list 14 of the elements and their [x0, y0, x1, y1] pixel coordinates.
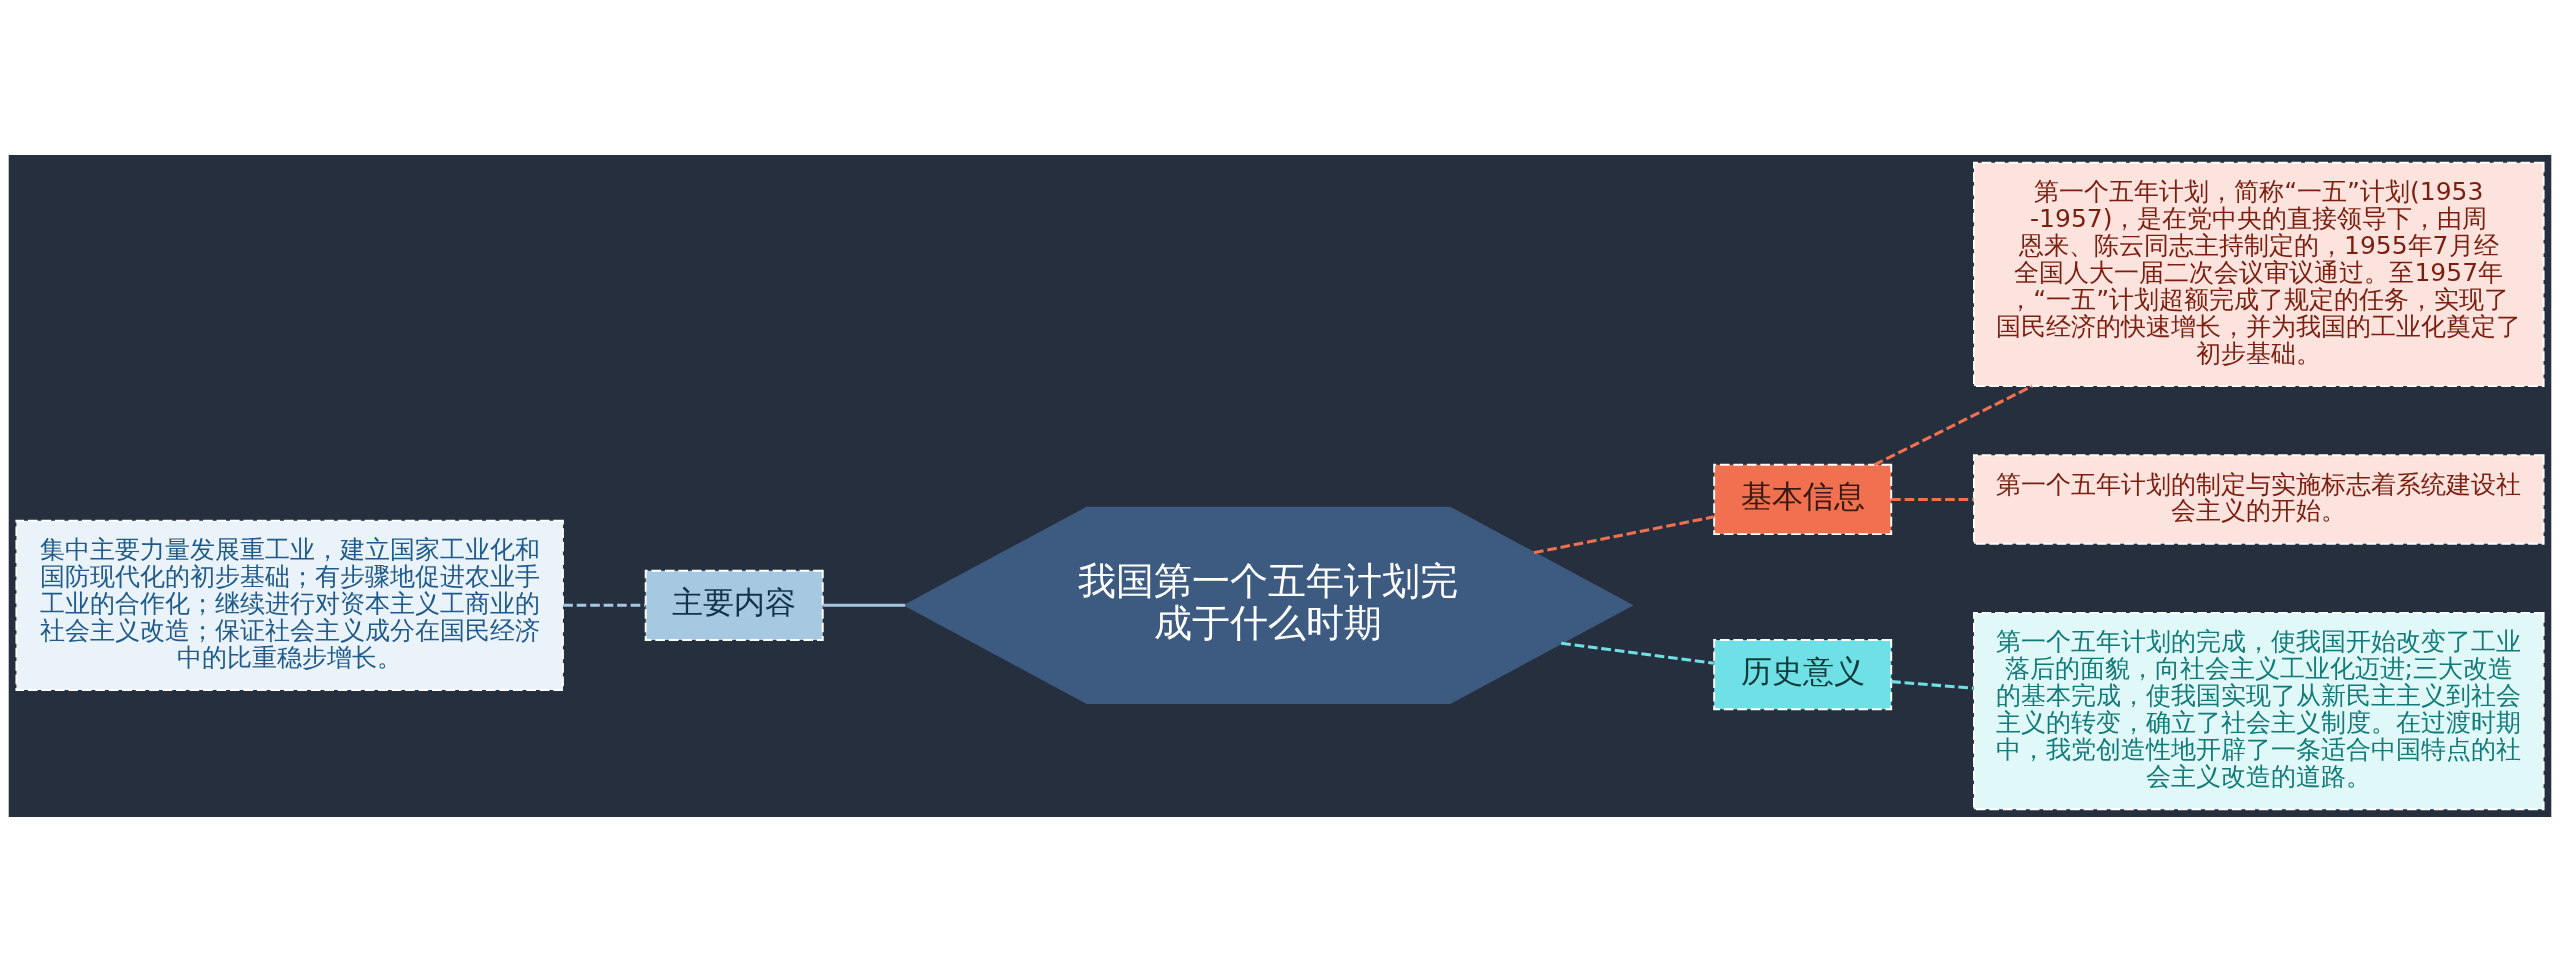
node-box: 基本信息 [1713, 463, 1893, 536]
node-box: 历史意义 [1713, 639, 1893, 711]
connector [1891, 497, 1974, 501]
connector [1533, 515, 1715, 555]
node-box: 第一个五年计划的制定与实施标志着系统建设社会主义的开始。 [1973, 454, 2545, 545]
connector [1873, 384, 2033, 467]
connector [1560, 641, 1715, 665]
connector [1891, 680, 1974, 690]
node-box: 集中主要力量发展重工业，建立国家工业化和国防现代化的初步基础；有步骤地促进农业手工业的合作化；继续进行对资本主义工商业的社会主义改造；保证社会主义成分在国民经济中的比重稳步增长。 [15, 519, 564, 691]
node-box: 第一个五年计划，简称“一五”计划(1953-1957)，是在党中央的直接领导下，由周恩来、陈云同志主持制定的，1955年7月经全国人大一届二次会议审议通过。至1957年，“一五”计划超额完成了规定的任务，实现了国民经济的快速增长，并为我国的工业化奠定了初步基础。 [1973, 161, 2545, 387]
node-box: 主要内容 [644, 569, 824, 641]
connector [563, 603, 646, 607]
node-box: 第一个五年计划的完成，使我国开始改变了工业落后的面貌，向社会主义工业化迈进;三大改造的基本完成，使我国实现了从新民主主义到社会主义的转变，确立了社会主义制度。在过渡时期中，我党创造性地开辟了一条适合中国特点的社会主义改造的道路。 [1973, 612, 2545, 811]
connector [823, 603, 906, 607]
